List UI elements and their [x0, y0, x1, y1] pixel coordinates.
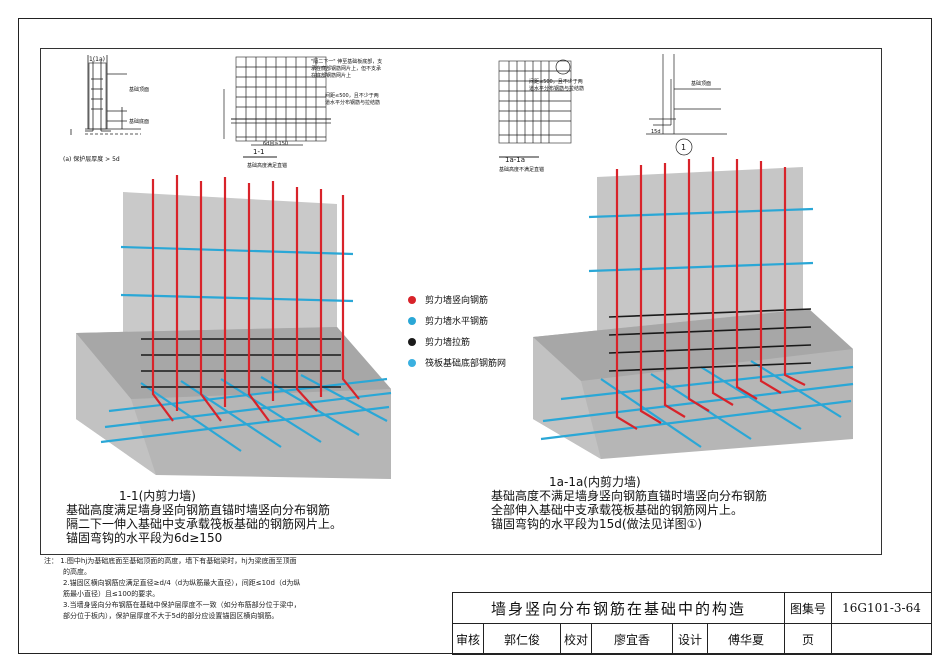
- detail-1-section-label: 1(1a): [89, 56, 105, 63]
- left-caption-line2: 隔二下一伸入基础中支承载筏板基础的钢筋网片上。: [66, 517, 343, 531]
- notes-line: 的高度。: [63, 568, 91, 576]
- detail-4-circle-number: 1: [681, 143, 687, 152]
- detail-2-note-a: "隔二下一" 伸至基础板底部，支承在底部钢筋网片上，但不支承在底部钢筋网片上: [311, 59, 383, 79]
- detail-4-top-label: 基础顶面: [691, 81, 712, 87]
- detail-1-bottom-label: 基础底面: [129, 119, 150, 125]
- detail-4-dim: 15d: [651, 129, 661, 135]
- detail-1-sub-caption: (a) 保护层厚度 > 5d: [63, 156, 120, 163]
- design-label: 设计: [672, 623, 708, 655]
- detail-3-note: 间距≤500，且不少于两道水平分布钢筋与拉结筋: [529, 79, 585, 92]
- page-label: 页: [784, 623, 832, 655]
- detail-2-sketch: [223, 56, 331, 158]
- right-3d-model: [533, 157, 854, 459]
- right-caption-title: 1a-1a(内剪力墙): [549, 475, 641, 489]
- notes-line: 筋最小直径）且≤100的要求。: [63, 590, 160, 598]
- detail-1-top-label: 基础顶面: [129, 87, 150, 93]
- drawing-area: 1(1a) 基础顶面 基础底面 (a) 保护层厚度 > 5d "隔二下一" 伸至…: [40, 48, 882, 555]
- black-dot-icon: [408, 337, 416, 346]
- notes: 注： 1.图中hj为基础底面至基础顶面的高度，墙下有基础梁时，hj为梁底面至顶面…: [44, 556, 384, 622]
- detail-2-caption: 基础高度满足直锚: [247, 163, 288, 169]
- notes-line: 2.锚固区横向钢筋应满足直径≥d/4（d为纵筋最大直径），间距≤10d（d为纵: [63, 579, 301, 587]
- title-block: 墙身竖向分布钢筋在基础中的构造 图集号 16G101-3-64 审核 郭仁俊 校…: [452, 592, 932, 655]
- right-caption-line1: 基础高度不满足墙身竖向钢筋直锚时墙竖向分布钢筋: [491, 489, 768, 503]
- legend-item: 筏板基础底部钢筋网: [408, 352, 506, 373]
- detail-3-section: 1a-1a: [505, 156, 526, 164]
- right-caption-line2: 全部伸入基础中支承载筏板基础的钢筋网片上。: [491, 503, 744, 517]
- review-label: 审核: [452, 623, 484, 655]
- review-name: 郭仁俊: [483, 623, 561, 655]
- drawing-title: 墙身竖向分布钢筋在基础中的构造: [452, 592, 785, 624]
- legend: 剪力墙竖向钢筋 剪力墙水平钢筋 剪力墙拉筋 筏板基础底部钢筋网: [408, 289, 506, 373]
- red-dot-icon: [408, 295, 416, 304]
- detail-3-sketch: [498, 59, 572, 158]
- legend-item: 剪力墙水平钢筋: [408, 310, 506, 331]
- left-caption-line3: 锚固弯钩的水平段为6d≥150: [66, 531, 223, 545]
- notes-line: 3.当墙身竖向分布钢筋在基础中保护层厚度不一致（如分布筋部分位于梁中，: [63, 601, 301, 609]
- detail-3-caption: 基础高度不满足直锚: [499, 167, 545, 173]
- detail-4-sketch: [646, 54, 727, 156]
- left-caption-title: 1-1(内剪力墙): [119, 489, 196, 503]
- detail-2-dim: 6d且≥150: [263, 141, 289, 147]
- detail-2-note-b: 间距≤500，且不少于两道水平分布钢筋与拉结筋: [325, 93, 381, 106]
- reinforcement-illustration: [70, 54, 854, 479]
- page-number: [831, 623, 932, 655]
- blue-dot-icon: [408, 316, 416, 325]
- detail-2-section: 1-1: [253, 148, 265, 156]
- left-caption-line1: 基础高度满足墙身竖向钢筋直锚时墙竖向分布钢筋: [66, 503, 331, 517]
- cyan-dot-icon: [408, 358, 416, 367]
- design-name: 傅华夏: [707, 623, 785, 655]
- detail-1-sketch: [70, 55, 141, 135]
- notes-line: 部分位于板内），保护层厚度不大于5d的部分应设置锚固区横向钢筋。: [63, 612, 279, 620]
- right-caption-line3: 锚固弯钩的水平段为15d(做法见详图①): [491, 517, 703, 531]
- notes-line: 注： 1.图中hj为基础底面至基础顶面的高度，墙下有基础梁时，hj为梁底面至顶面: [44, 557, 297, 565]
- atlas-label: 图集号: [784, 592, 832, 624]
- check-name: 廖宜香: [591, 623, 673, 655]
- legend-item: 剪力墙竖向钢筋: [408, 289, 506, 310]
- left-3d-model: [76, 175, 392, 479]
- legend-item: 剪力墙拉筋: [408, 331, 506, 352]
- atlas-number: 16G101-3-64: [831, 592, 932, 624]
- check-label: 校对: [560, 623, 592, 655]
